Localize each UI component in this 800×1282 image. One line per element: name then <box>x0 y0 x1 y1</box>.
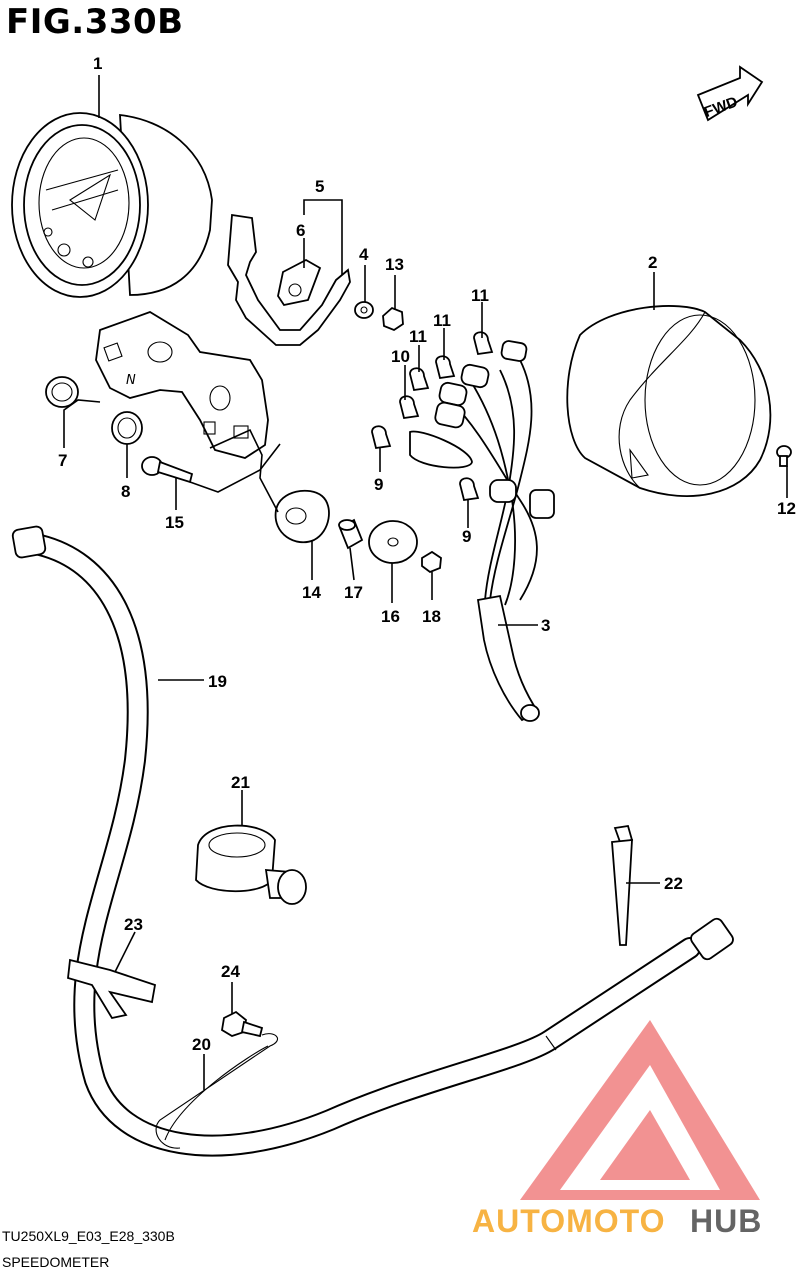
wiring-harness <box>409 340 555 722</box>
figure-title: FIG.330B <box>6 2 184 42</box>
callout-11b: 11 <box>433 311 451 330</box>
bulb-11-middle <box>435 355 456 380</box>
washer-16 <box>368 520 418 564</box>
callout-4: 4 <box>359 245 369 264</box>
callout-21: 21 <box>231 773 250 792</box>
band-20 <box>155 1033 279 1149</box>
screw-12 <box>776 445 792 467</box>
watermark-text-b: HUB <box>690 1203 762 1239</box>
watermark-text-a: AUTOMOTO <box>472 1203 665 1239</box>
callout-12: 12 <box>777 499 796 518</box>
bulb-11-lower <box>409 367 430 392</box>
cable-tie-22 <box>611 824 634 946</box>
callout-22: 22 <box>664 874 683 893</box>
bolt-24 <box>221 1010 264 1038</box>
callout-23: 23 <box>124 915 143 934</box>
callout-10: 10 <box>391 347 410 366</box>
fwd-arrow: FWD <box>696 65 764 122</box>
meter-bracket <box>227 213 351 346</box>
nut-18 <box>421 550 442 574</box>
clip-23 <box>67 958 157 1020</box>
grommet-14 <box>274 489 330 544</box>
base-plate: N <box>95 311 269 459</box>
watermark-logo: AUTOMOTO HUB <box>472 1020 762 1239</box>
collar-17 <box>338 518 364 550</box>
callout-labels: 1 2 3 4 5 6 7 8 9 9 10 11 11 11 12 13 14… <box>58 54 796 1054</box>
grommet-8 <box>111 411 143 445</box>
callout-11a: 11 <box>471 286 489 305</box>
nut-13 <box>382 306 404 332</box>
grommet-7 <box>45 376 79 408</box>
bulb-9-lower <box>459 477 480 502</box>
callout-24: 24 <box>221 962 240 981</box>
leader-lines <box>63 75 788 1090</box>
callout-13: 13 <box>385 255 404 274</box>
bulb-10 <box>399 395 420 420</box>
callout-7: 7 <box>58 451 67 470</box>
clamp-21 <box>195 824 307 905</box>
diagram-name: SPEEDOMETER <box>2 1254 110 1270</box>
callout-3: 3 <box>541 616 550 635</box>
callout-18: 18 <box>422 607 441 626</box>
diagram-code: TU250XL9_E03_E28_330B <box>2 1228 175 1244</box>
callout-9a: 9 <box>374 475 383 494</box>
screw-15 <box>141 456 194 484</box>
callout-1: 1 <box>93 54 102 73</box>
speedometer-cable <box>11 525 734 1157</box>
bulb-9-upper <box>371 425 392 450</box>
meter-cover <box>566 305 772 497</box>
speedometer-meter <box>11 112 213 298</box>
bulb-11-top <box>473 331 494 356</box>
callout-17: 17 <box>344 583 363 602</box>
callout-20: 20 <box>192 1035 211 1054</box>
callout-6: 6 <box>296 221 305 240</box>
callout-9b: 9 <box>462 527 471 546</box>
callout-2: 2 <box>648 253 657 272</box>
washer-4 <box>354 301 374 319</box>
callout-11c: 11 <box>409 327 427 346</box>
callout-19: 19 <box>208 672 227 691</box>
callout-16: 16 <box>381 607 400 626</box>
callout-5: 5 <box>315 177 324 196</box>
callout-14: 14 <box>302 583 321 602</box>
callout-8: 8 <box>121 482 130 501</box>
callout-15: 15 <box>165 513 184 532</box>
svg-text:N: N <box>126 373 136 388</box>
